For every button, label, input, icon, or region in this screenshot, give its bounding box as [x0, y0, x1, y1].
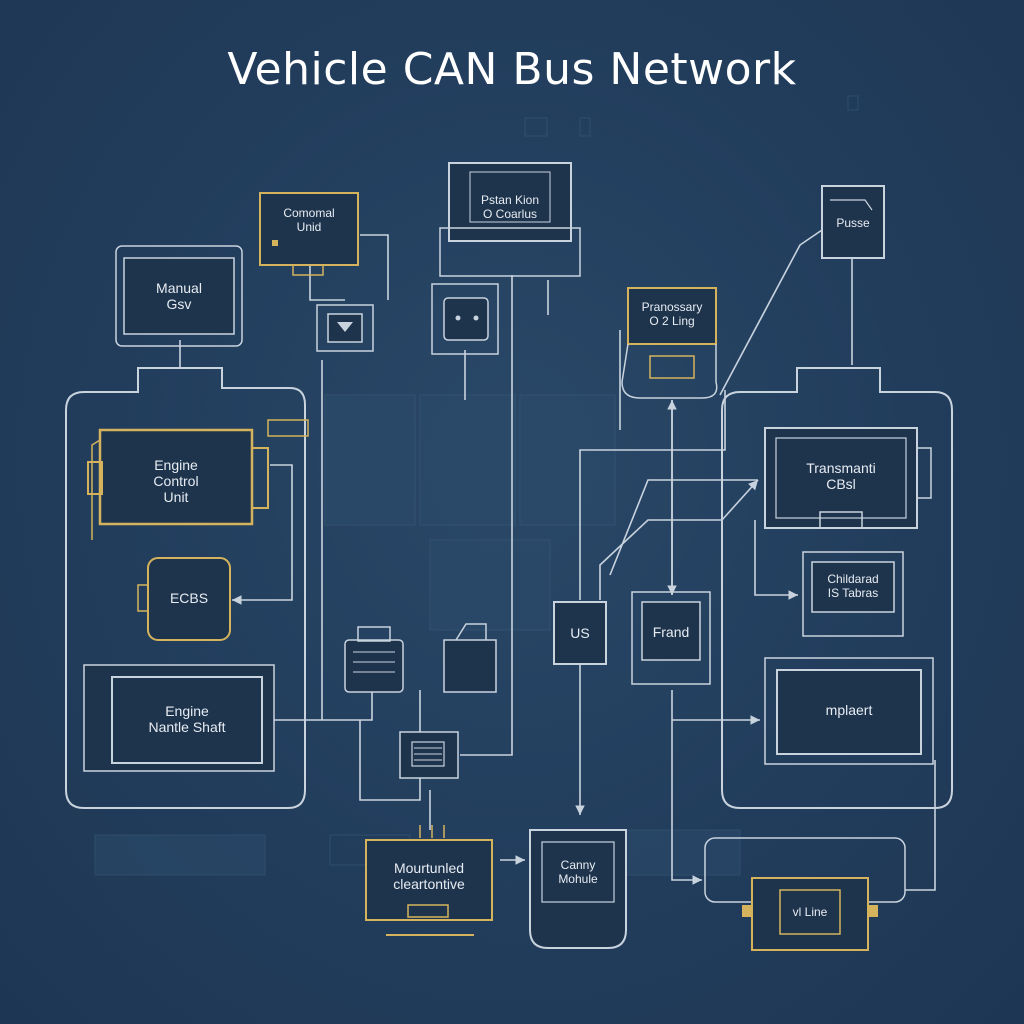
node-square-module[interactable] [431, 283, 499, 355]
node-transmanti[interactable] [764, 427, 932, 529]
node-ecbs[interactable] [137, 557, 231, 641]
node-manual-gsv[interactable] [115, 245, 243, 347]
label-transmanti: Transmanti CBsl [806, 460, 876, 492]
node-childrad[interactable] [802, 551, 904, 637]
label-mplaert: mplaert [825, 702, 873, 718]
label-childrad: Childarad IS Tabras [827, 572, 879, 600]
node-pranossary[interactable] [621, 287, 718, 399]
label-canny-module: Canny Mohule [558, 858, 598, 886]
label-us: US [570, 625, 590, 641]
label-pranossary: Pranossary O 2 Ling [641, 300, 703, 328]
label-mourtunled: Mourtunled cleartontive [393, 860, 465, 892]
label-pusse: Pusse [836, 216, 870, 230]
node-mplaert[interactable] [764, 657, 934, 765]
label-pstan-kion: Pstan Kion O Coarlus [480, 193, 540, 221]
label-manual-gsv: Manual Gsv [156, 280, 202, 312]
node-vl-line[interactable] [704, 837, 906, 951]
node-gateway-chip[interactable] [399, 731, 459, 779]
node-pusse[interactable] [821, 185, 885, 259]
node-comomal-unid[interactable] [259, 192, 359, 276]
bus-wires [179, 229, 936, 891]
node-engine-shaft[interactable] [83, 664, 275, 772]
label-engine-shaft: Engine Nantle Shaft [148, 703, 226, 735]
node-connector-a[interactable] [344, 626, 404, 693]
label-ecu: Engine Control Unit [153, 457, 199, 505]
label-frand: Frand [652, 624, 690, 640]
node-ecu[interactable] [87, 419, 309, 540]
node-pstan-kion[interactable] [439, 162, 581, 277]
node-small-connector[interactable] [316, 304, 374, 352]
node-canny-module[interactable] [529, 829, 627, 949]
label-vl-line: vl Line [792, 905, 828, 919]
node-connector-b[interactable] [443, 623, 497, 693]
node-frand[interactable] [631, 591, 711, 685]
label-comomal-unid: Comomal Unid [283, 206, 335, 234]
node-mourtunled[interactable] [365, 825, 493, 936]
label-ecbs: ECBS [169, 590, 209, 606]
left-enclosure [65, 367, 306, 809]
diagram-title: Vehicle CAN Bus Network [227, 44, 797, 95]
node-us[interactable] [553, 601, 607, 665]
background-circuitry [94, 95, 859, 876]
